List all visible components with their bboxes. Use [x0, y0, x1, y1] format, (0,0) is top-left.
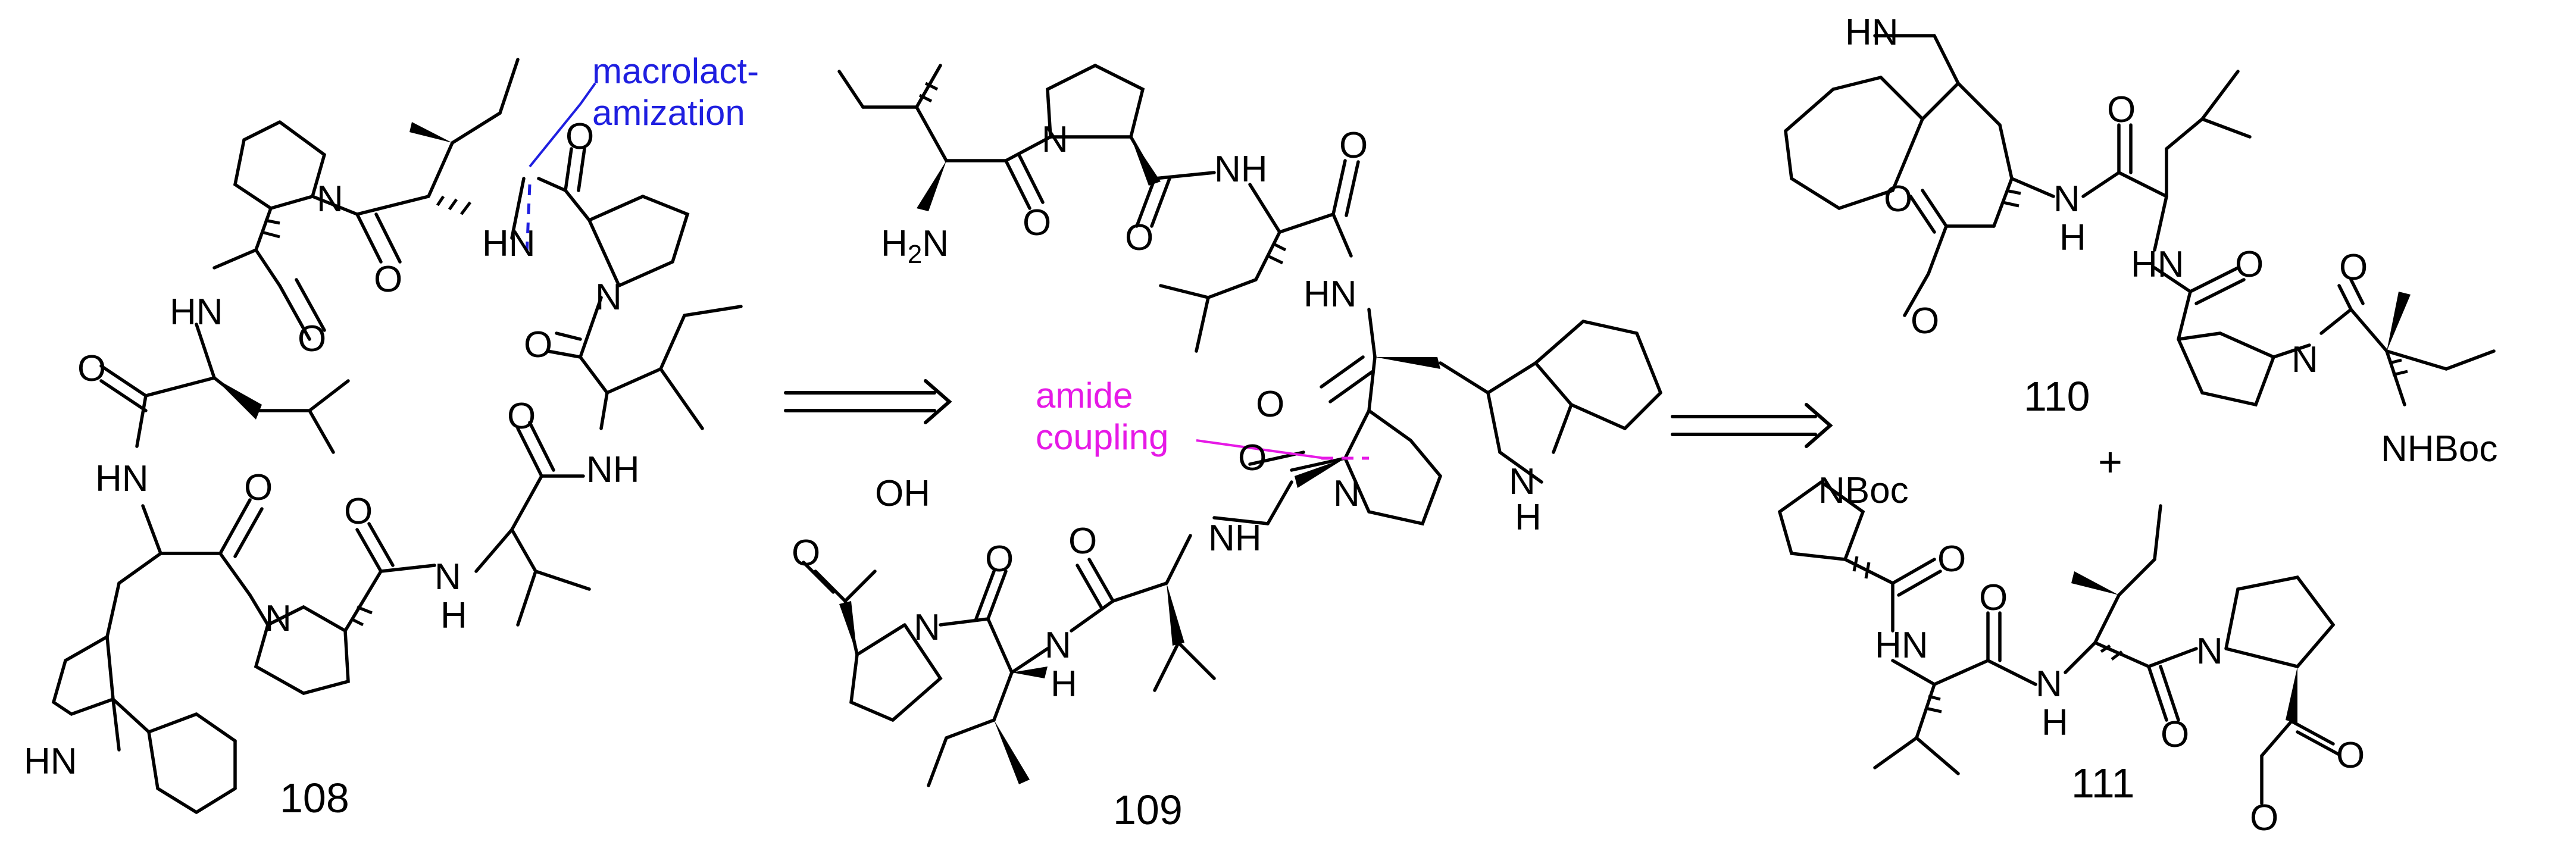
atom-n: N — [914, 607, 940, 648]
atom-o: O — [1911, 301, 1939, 342]
macrolactamization-label-line2: amization — [592, 93, 745, 133]
atom-n: N — [1045, 625, 1071, 666]
atom-o: O — [2107, 89, 2136, 130]
atom-o: O — [524, 324, 552, 365]
compound-111-structure — [1777, 480, 2341, 805]
compound-110-atom-labels: HN O O N H O HN O N O NHBoc 110 — [1845, 12, 2497, 470]
atom-nh: NH — [1208, 518, 1262, 559]
atom-o: O — [1125, 217, 1153, 258]
retrosynthetic-arrow-1 — [784, 379, 952, 424]
atom-h: H — [1051, 664, 1077, 705]
compound-number-108: 108 — [280, 775, 349, 821]
atom-o: O — [244, 467, 273, 508]
compound-number-109: 109 — [1113, 787, 1183, 833]
atom-o: O — [298, 318, 326, 359]
atom-hn: HN — [2131, 244, 2184, 285]
atom-hn: HN — [1845, 12, 1899, 53]
atom-n: N — [2291, 339, 2318, 380]
compound-number-111: 111 — [2071, 760, 2134, 806]
atom-nhboc: NHBoc — [2381, 428, 2497, 470]
atom-oh: OH — [875, 473, 930, 514]
atom-n: N — [1333, 473, 1360, 514]
atom-o: O — [2235, 244, 2264, 285]
atom-n: N — [317, 179, 343, 220]
compound-110-structure — [1784, 34, 2496, 407]
atom-n: N — [595, 277, 622, 318]
atom-hn: HN — [1875, 625, 1928, 666]
compound-108-structure — [51, 58, 743, 814]
atom-n: N — [1509, 461, 1536, 502]
atom-h2n: H2N — [881, 223, 949, 269]
atom-o: O — [1256, 384, 1284, 425]
atom-o: O — [2339, 247, 2368, 288]
retrosynthetic-arrow-2 — [1671, 403, 1833, 448]
atom-o: O — [374, 259, 402, 300]
atom-o: O — [1339, 125, 1368, 166]
atom-nh: NH — [586, 449, 640, 490]
amide-coupling-label-line1: amide — [1036, 376, 1133, 415]
plus-sign: + — [2098, 439, 2122, 485]
atom-o: O — [985, 539, 1014, 580]
atom-o: O — [1937, 539, 1966, 580]
atom-h: H — [2059, 217, 2086, 258]
atom-h: H — [1515, 497, 1542, 538]
atom-o: O — [1238, 437, 1267, 478]
atom-n: N — [265, 598, 292, 639]
atom-o: O — [1884, 179, 1912, 220]
atom-n: N — [2036, 664, 2062, 705]
atom-o: O — [2161, 714, 2189, 755]
atom-o: O — [507, 396, 536, 437]
compound-108-atom-labels: N O HN O N O O HN O HN O N O N H O NH HN… — [24, 116, 640, 821]
compound-109-atom-labels: H2N O N O NH O HN O N N H O NH O N H O N… — [792, 119, 1542, 833]
compound-109-structure — [802, 63, 1662, 787]
atom-nh: HN — [482, 223, 536, 264]
compound-111-atom-labels: NBoc O HN O N H O N O O 111 — [1818, 470, 2365, 838]
atom-o: O — [1023, 202, 1051, 243]
atom-o: O — [1068, 521, 1097, 562]
atom-o: O — [77, 348, 106, 389]
atom-h: H — [440, 595, 467, 636]
atom-nh: NH — [1214, 149, 1268, 190]
amide-coupling-label-line2: coupling — [1036, 417, 1169, 457]
atom-o: O — [565, 116, 594, 157]
atom-h: H — [2042, 702, 2068, 743]
atom-hn: HN — [24, 741, 77, 782]
atom-hn: HN — [1303, 274, 1357, 315]
atom-n: N — [434, 556, 461, 597]
atom-n: N — [2053, 179, 2080, 220]
macrolactamization-label-line1: macrolact- — [592, 51, 759, 91]
atom-o: O — [1979, 577, 2008, 618]
atom-hn: HN — [170, 292, 223, 333]
atom-o: O — [344, 491, 373, 532]
atom-o: O — [2250, 797, 2278, 838]
compound-number-110: 110 — [2024, 373, 2090, 420]
atom-o: O — [2336, 735, 2365, 776]
atom-o: O — [792, 533, 820, 574]
atom-nboc: NBoc — [1818, 470, 1909, 511]
atom-hn: HN — [95, 458, 149, 499]
atom-n: N — [2196, 631, 2223, 672]
atom-n: N — [1042, 119, 1068, 160]
